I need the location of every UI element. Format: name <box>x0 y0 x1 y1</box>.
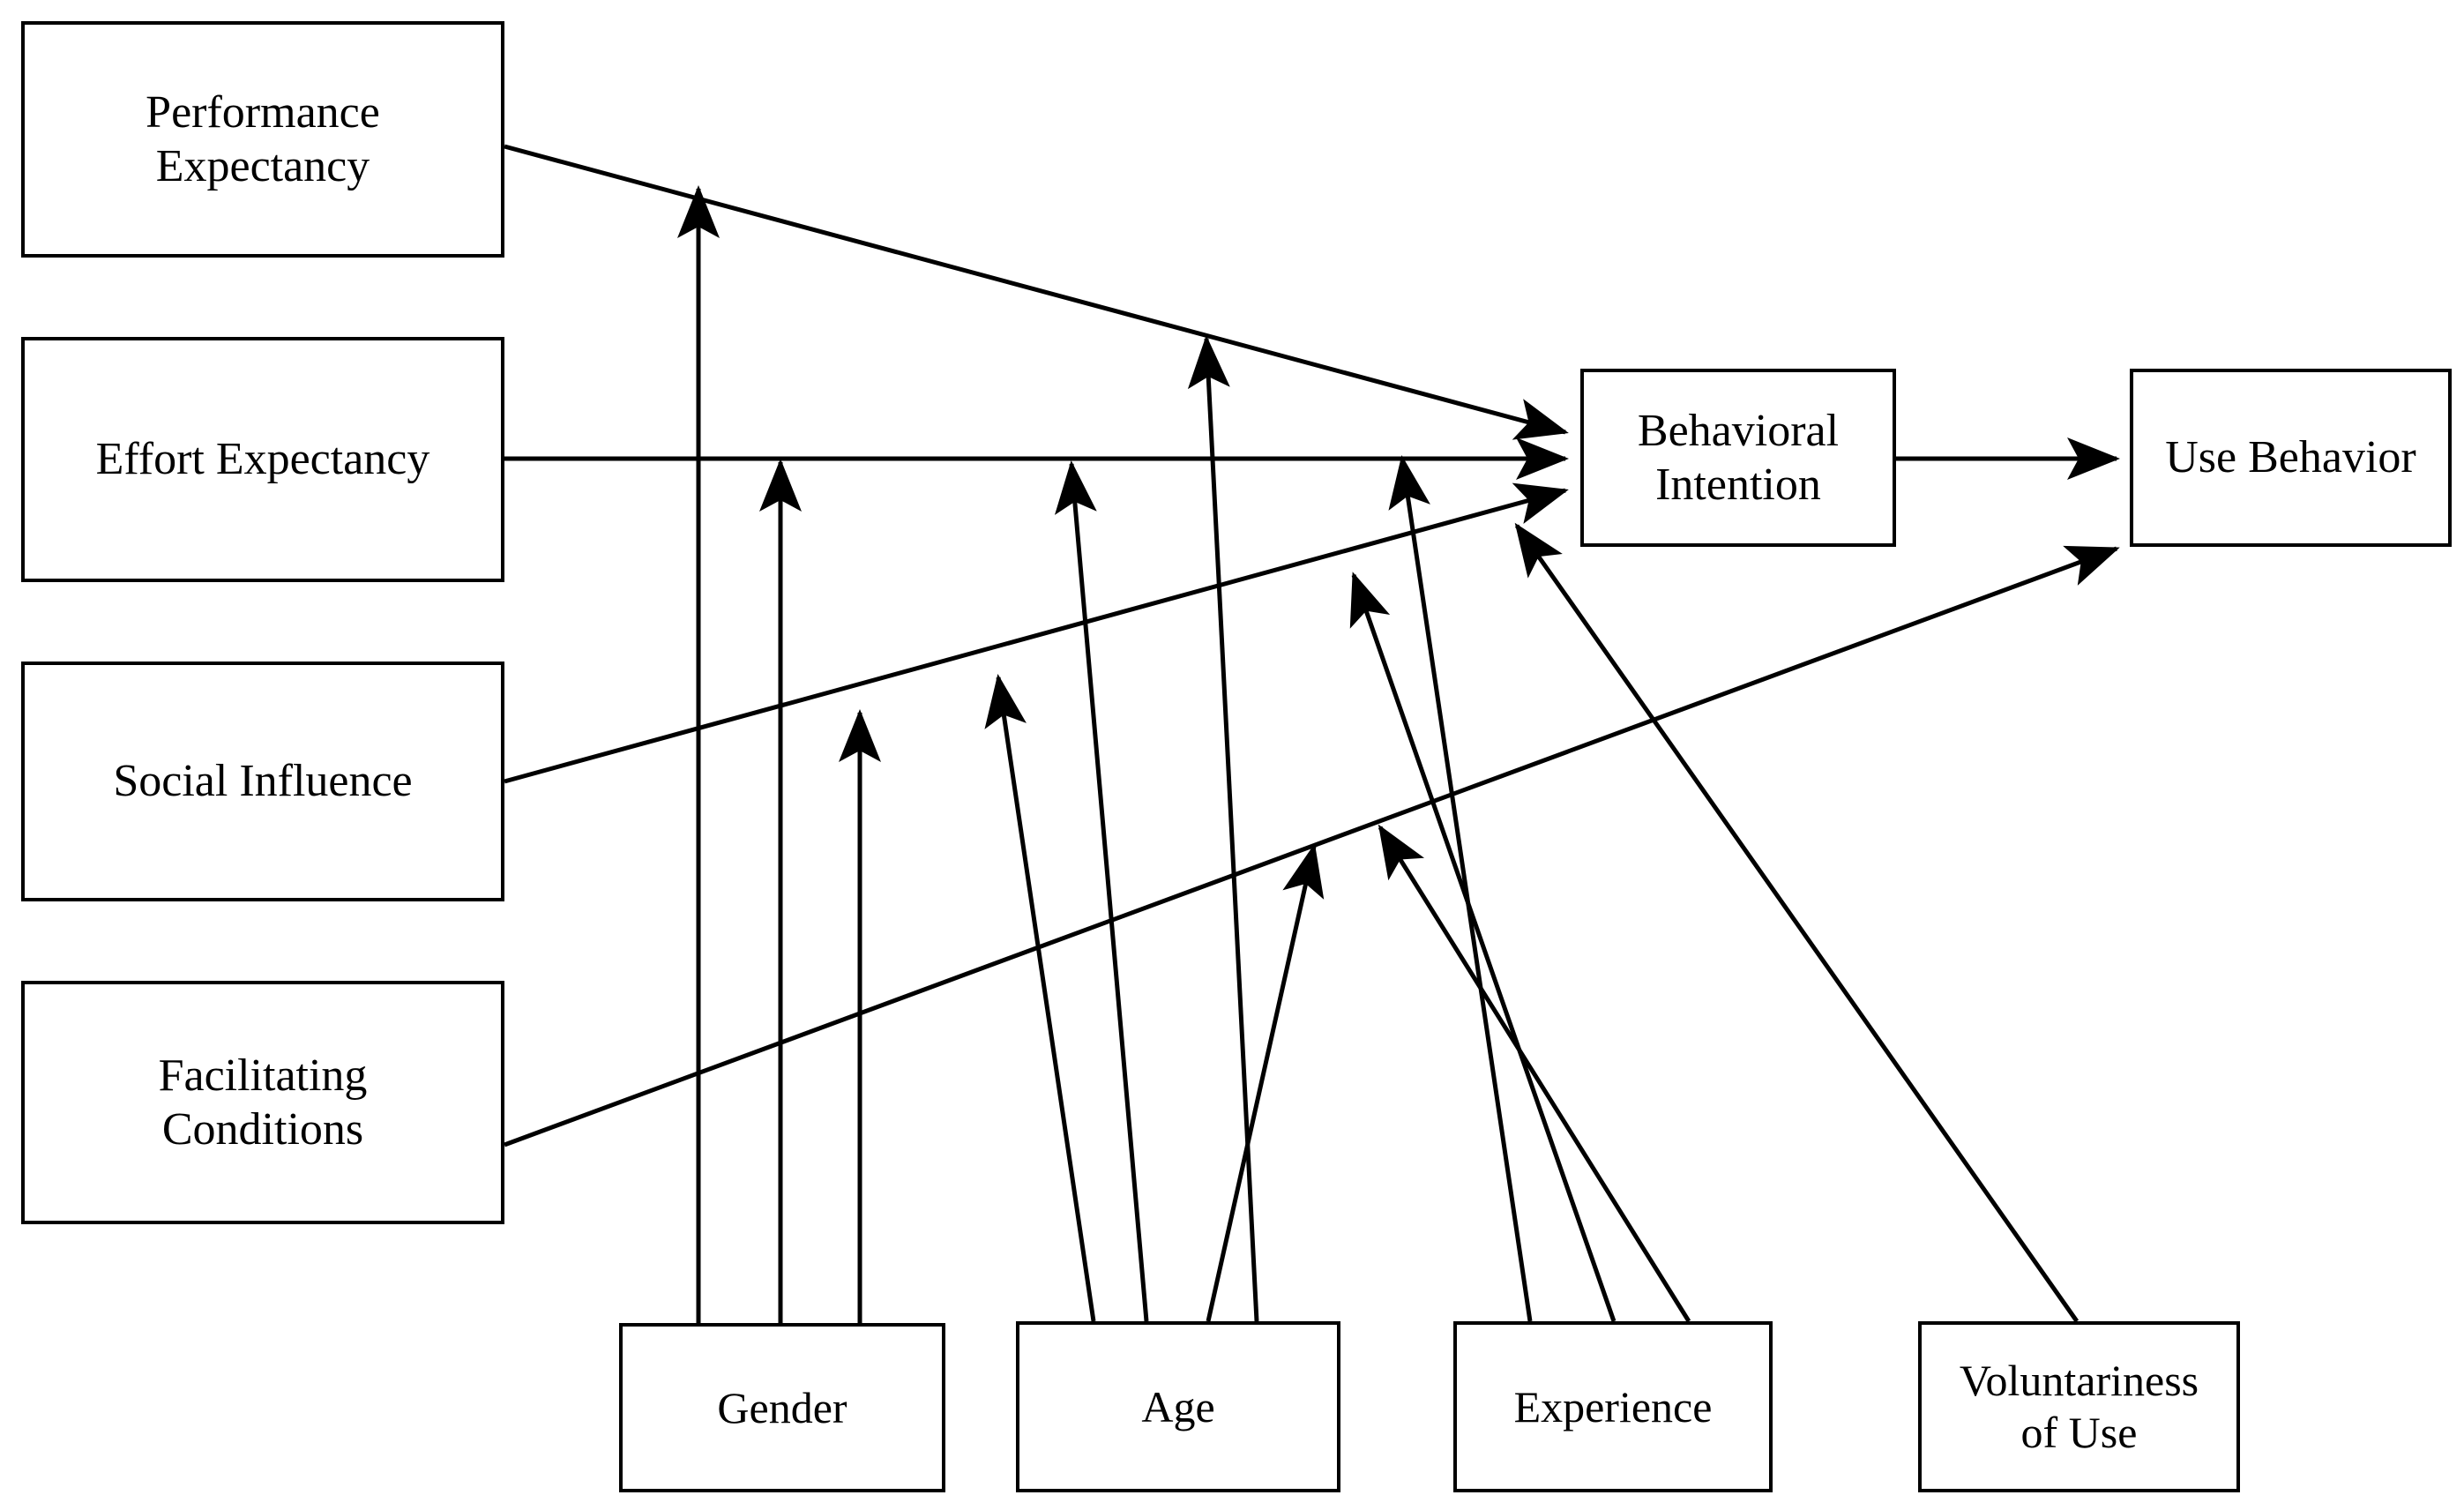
edge-si-to-bi <box>504 482 1569 784</box>
edge-age-to-si-bi <box>984 674 1096 1322</box>
node-label: Voluntariness of Use <box>1959 1356 2199 1457</box>
node-label: Social Influence <box>113 756 413 807</box>
node-effort-expectancy[interactable]: Effort Expectancy <box>21 337 504 582</box>
edge-experience-to-si-bi <box>1349 572 1617 1322</box>
node-behavioral-intention[interactable]: Behavioral Intention <box>1580 369 1896 547</box>
edge-pe-to-bi <box>504 144 1569 440</box>
node-label: Use Behavior <box>2165 432 2416 483</box>
node-label: Performance Expectancy <box>146 86 380 191</box>
node-label: Experience <box>1513 1381 1713 1432</box>
edge-fc-to-ub <box>504 545 2120 1147</box>
node-voluntariness-of-use[interactable]: Voluntariness of Use <box>1918 1321 2240 1492</box>
node-label: Facilitating Conditions <box>158 1050 368 1155</box>
node-facilitating-conditions[interactable]: Facilitating Conditions <box>21 981 504 1224</box>
edge-age-to-pe-bi <box>1187 335 1259 1322</box>
edge-age-to-ee-bi <box>1054 460 1149 1322</box>
node-gender[interactable]: Gender <box>619 1323 945 1492</box>
node-label: Gender <box>717 1382 847 1432</box>
edge-experience-to-ee-bi <box>1388 455 1533 1322</box>
edge-voluntariness-to-si-bi <box>1514 522 2079 1323</box>
edge-age-to-fc-ub <box>1206 843 1325 1322</box>
node-age[interactable]: Age <box>1016 1321 1340 1492</box>
node-use-behavior[interactable]: Use Behavior <box>2130 369 2452 547</box>
node-social-influence[interactable]: Social Influence <box>21 662 504 901</box>
node-label: Effort Expectancy <box>95 434 430 485</box>
node-experience[interactable]: Experience <box>1453 1321 1773 1492</box>
edge-experience-to-fc-ub <box>1378 824 1691 1323</box>
node-label: Behavioral Intention <box>1637 405 1840 510</box>
node-label: Age <box>1141 1381 1215 1432</box>
node-performance-expectancy[interactable]: Performance Expectancy <box>21 21 504 258</box>
